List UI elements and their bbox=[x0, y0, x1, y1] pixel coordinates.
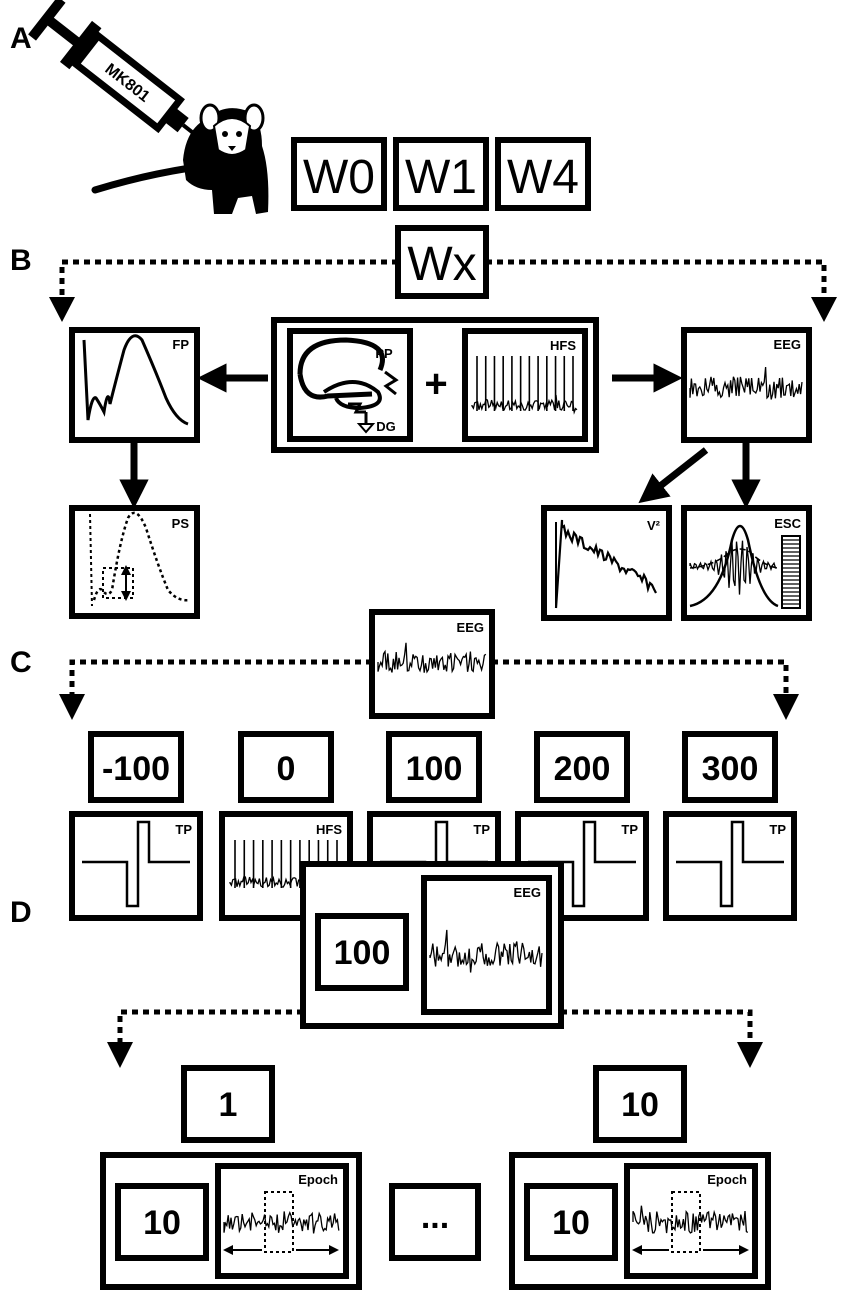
epoch-window-left bbox=[264, 1191, 294, 1253]
arrowhead-left bbox=[49, 297, 75, 322]
time-box-4 bbox=[682, 731, 778, 803]
dotted-connector-left-c bbox=[69, 659, 372, 696]
epoch-window-right bbox=[671, 1191, 701, 1253]
power-spectrum-trace bbox=[554, 519, 657, 609]
panel-label-c: C bbox=[10, 646, 32, 679]
rat-icon bbox=[91, 103, 269, 214]
epoch-count-box-right bbox=[524, 1183, 618, 1261]
wx-label: Wx bbox=[407, 238, 476, 291]
pp-label: PP bbox=[375, 346, 393, 361]
time-box-1 bbox=[238, 731, 334, 803]
ellipsis-box bbox=[389, 1183, 481, 1261]
fp-label: FP bbox=[172, 337, 189, 352]
test-pulse-trace-4 bbox=[676, 820, 784, 908]
hfs-label: HFS bbox=[550, 338, 576, 353]
index-box-right bbox=[593, 1065, 687, 1143]
time-box-0 bbox=[88, 731, 184, 803]
ellipsis-label: ... bbox=[421, 1198, 449, 1236]
time-label-0: -100 bbox=[102, 750, 170, 788]
dotted-connector-left-d bbox=[117, 1009, 303, 1044]
signal-label-3: TP bbox=[621, 822, 638, 837]
eeg-trace-c bbox=[377, 642, 487, 674]
epoch-trace-right bbox=[632, 1205, 749, 1234]
panel-label-b: B bbox=[10, 244, 32, 277]
week-box-w4 bbox=[495, 137, 591, 211]
time-box-3 bbox=[534, 731, 630, 803]
eeg-trace-d bbox=[429, 929, 543, 973]
fp-waveform bbox=[82, 334, 189, 426]
epoch-label-right: Epoch bbox=[707, 1172, 747, 1187]
dg-label: DG bbox=[376, 419, 396, 434]
week-label-w1: W1 bbox=[405, 151, 477, 204]
signal-box-0 bbox=[69, 811, 203, 921]
index-label-left: 1 bbox=[219, 1086, 238, 1124]
syringe-icon: MK801 bbox=[28, 0, 212, 148]
index-box-left bbox=[181, 1065, 275, 1143]
eeg-label-c: EEG bbox=[457, 620, 484, 635]
arrowhead-right-c bbox=[773, 694, 799, 720]
epoch-count-box-left bbox=[115, 1183, 209, 1261]
panel-label-a: A bbox=[10, 22, 32, 55]
panel-label-d: D bbox=[10, 896, 32, 929]
week-box-w1 bbox=[393, 137, 489, 211]
dotted-connector-right-d bbox=[561, 1009, 753, 1044]
dotted-connector-left bbox=[59, 259, 398, 298]
test-pulse-trace-3 bbox=[528, 820, 636, 908]
time-box-2 bbox=[386, 731, 482, 803]
power-spectrum-label: V² bbox=[647, 518, 661, 533]
time-label-1: 0 bbox=[277, 750, 296, 788]
week-label-w0: W0 bbox=[303, 151, 375, 204]
esc-label: ESC bbox=[774, 516, 801, 531]
ps-label: PS bbox=[172, 516, 190, 531]
week-label-w4: W4 bbox=[507, 151, 579, 204]
test-pulse-trace-0 bbox=[82, 820, 190, 908]
arrowhead-right-d bbox=[737, 1042, 763, 1068]
dotted-connector-right-c bbox=[492, 659, 789, 696]
eeg-label-d: EEG bbox=[514, 885, 541, 900]
hfs-trace bbox=[471, 356, 578, 415]
arrowhead-left-d bbox=[107, 1042, 133, 1068]
esc-scale-bar bbox=[781, 535, 801, 609]
signal-label-1: HFS bbox=[316, 822, 342, 837]
epoch-label-left: Epoch bbox=[298, 1172, 338, 1187]
time-label-3: 200 bbox=[554, 750, 611, 788]
arrowhead-right bbox=[811, 297, 837, 322]
eeg-label: EEG bbox=[774, 337, 801, 352]
ps-box bbox=[69, 505, 200, 619]
index-label-right: 10 bbox=[621, 1086, 659, 1124]
epoch-trace-left bbox=[223, 1210, 340, 1234]
time-label-2: 100 bbox=[406, 750, 463, 788]
count-box bbox=[315, 913, 409, 991]
eeg-trace bbox=[689, 366, 803, 400]
count-label: 100 bbox=[334, 934, 391, 972]
signal-label-2: TP bbox=[473, 822, 490, 837]
ps-waveform bbox=[89, 511, 191, 607]
signal-label-0: TP bbox=[175, 822, 192, 837]
hippocampus-diagram bbox=[297, 337, 399, 434]
epoch-count-left: 10 bbox=[143, 1204, 181, 1242]
week-box-w0 bbox=[291, 137, 387, 211]
signal-box-4 bbox=[663, 811, 797, 921]
dotted-connector-right bbox=[486, 259, 827, 298]
epoch-box-right bbox=[624, 1163, 758, 1279]
epoch-count-right: 10 bbox=[552, 1204, 590, 1242]
arrowhead-left-c bbox=[59, 694, 85, 720]
signal-label-4: TP bbox=[769, 822, 786, 837]
esc-waveform bbox=[689, 524, 779, 608]
arrow-eeg-to-power-spectrum bbox=[638, 447, 709, 504]
epoch-box-left bbox=[215, 1163, 349, 1279]
time-label-4: 300 bbox=[702, 750, 759, 788]
plus-sign: + bbox=[424, 362, 447, 406]
fp-box bbox=[69, 327, 200, 443]
